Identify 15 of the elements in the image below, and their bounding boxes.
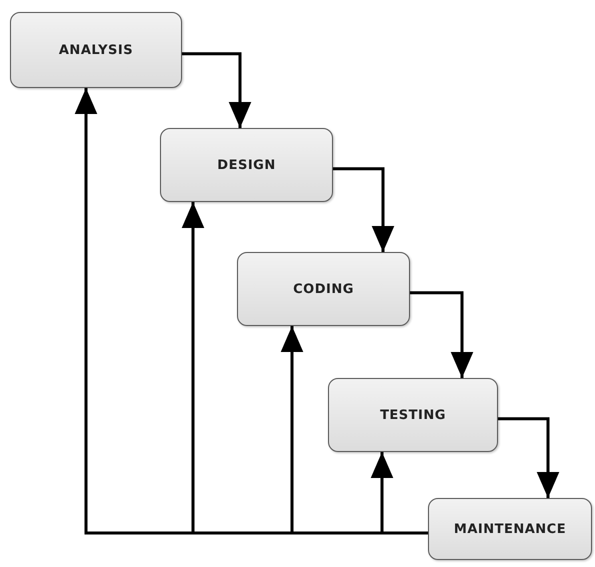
process-box bbox=[237, 252, 410, 326]
process-box bbox=[160, 128, 333, 202]
process-box bbox=[428, 498, 592, 560]
box-label: TESTING bbox=[380, 408, 446, 422]
box-label: CODING bbox=[293, 282, 354, 296]
arrow bbox=[410, 291, 474, 378]
box-label: DESIGN bbox=[217, 158, 276, 172]
arrow bbox=[333, 167, 394, 252]
box-label: MAINTENANCE bbox=[454, 522, 566, 536]
process-box bbox=[328, 378, 498, 452]
arrow bbox=[182, 52, 252, 128]
process-box bbox=[10, 12, 182, 88]
arrow bbox=[370, 452, 428, 534]
arrow bbox=[498, 417, 560, 498]
box-label: ANALYSIS bbox=[58, 42, 134, 58]
